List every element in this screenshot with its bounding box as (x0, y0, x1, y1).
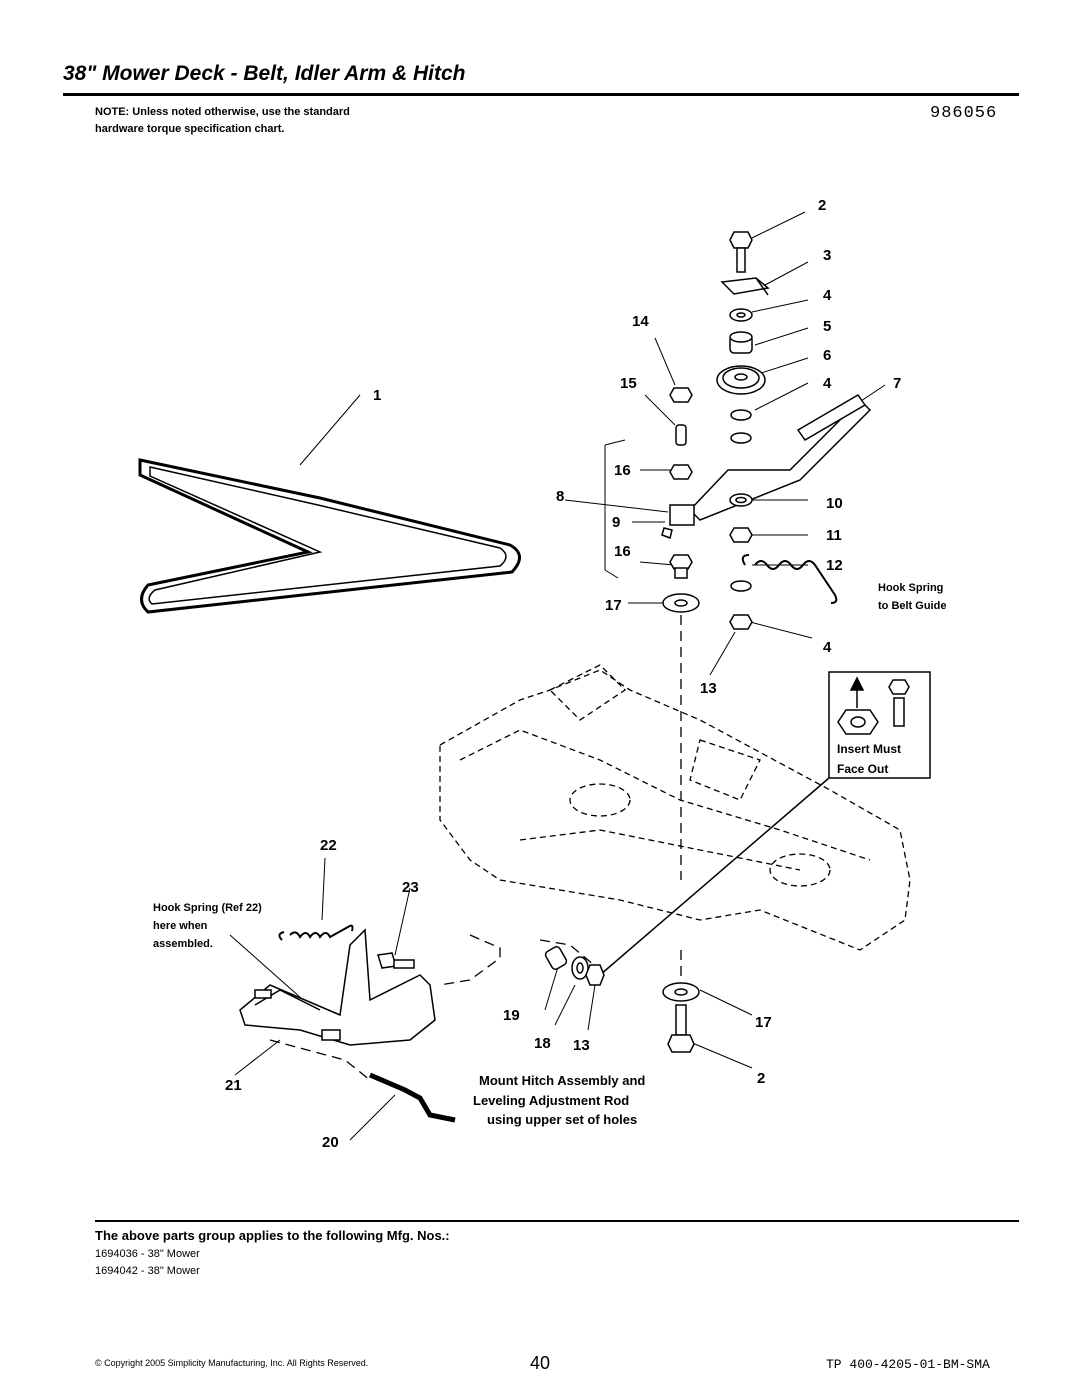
hitch-hardware (544, 946, 605, 986)
callout-3: 3 (823, 247, 831, 264)
box-connector (599, 777, 830, 976)
mower-deck (439, 664, 911, 951)
document-code: TP 400-4205-01-BM-SMA (826, 1357, 990, 1372)
hardware-stack (688, 231, 872, 630)
callout-2: 2 (757, 1070, 765, 1087)
hook-spring-ref-label-2: here when (153, 920, 208, 932)
mfg-number: 1694036 - 38" Mower (95, 1248, 200, 1260)
callout-16: 16 (614, 462, 631, 479)
callout-9: 9 (612, 514, 620, 531)
part-number: 986056 (930, 104, 998, 123)
page-title: 38" Mower Deck - Belt, Idler Arm & Hitch (63, 62, 466, 85)
callout-16: 16 (614, 543, 631, 560)
callout-14: 14 (632, 313, 649, 330)
leader-lines (229, 211, 886, 1141)
hook-spring-ref-label-3: assembled. (153, 938, 213, 950)
hook-spring-belt-label: Hook Spring (878, 582, 943, 594)
hook-spring-ref-label: Hook Spring (Ref 22) (153, 902, 262, 914)
title-rule (63, 93, 1019, 96)
callout-7: 7 (893, 375, 901, 392)
mount-hitch-label-3: using upper set of holes (487, 1112, 637, 1127)
hook-spring-right (741, 554, 838, 604)
hook-spring-belt-label-2: to Belt Guide (878, 600, 946, 612)
callout-21: 21 (225, 1077, 242, 1094)
callout-15: 15 (620, 375, 637, 392)
callout-2: 2 (818, 197, 826, 214)
callout-numbers: 1 2 3 4 5 6 4 7 14 15 16 8 9 16 17 10 11… (225, 197, 901, 1151)
callout-4: 4 (823, 639, 832, 656)
leveling-rod (369, 1072, 456, 1123)
callout-12: 12 (826, 557, 843, 574)
callout-13: 13 (573, 1037, 590, 1054)
callout-1: 1 (373, 387, 381, 404)
callout-10: 10 (826, 495, 843, 512)
v-belt (138, 458, 521, 614)
callout-4: 4 (823, 287, 832, 304)
idler-pivot (604, 387, 700, 613)
copyright: © Copyright 2005 Simplicity Manufacturin… (95, 1358, 369, 1368)
mfg-number: 1694042 - 38" Mower (95, 1265, 200, 1277)
torque-note: NOTE: Unless noted otherwise, use the st… (95, 106, 350, 135)
callout-17: 17 (755, 1014, 772, 1031)
callout-18: 18 (534, 1035, 551, 1052)
diagram-labels: Hook Spring to Belt Guide Insert Must Fa… (153, 582, 946, 1127)
bottom-fastener (662, 982, 700, 1053)
callout-17: 17 (605, 597, 622, 614)
page-number: 40 (530, 1353, 551, 1373)
callout-8: 8 (556, 488, 564, 505)
insert-must-label: Insert Must (837, 742, 901, 756)
callout-20: 20 (322, 1134, 339, 1151)
insert-box (828, 671, 931, 779)
callout-13: 13 (700, 680, 717, 697)
hitch-assembly (239, 928, 436, 1046)
callout-4: 4 (823, 375, 832, 392)
callout-19: 19 (503, 1007, 520, 1024)
face-out-label: Face Out (837, 762, 888, 776)
applies-heading: The above parts group applies to the fol… (95, 1228, 450, 1243)
mount-hitch-label: Mount Hitch Assembly and (479, 1073, 645, 1088)
callout-22: 22 (320, 837, 337, 854)
callout-11: 11 (826, 527, 842, 544)
callout-23: 23 (402, 879, 419, 896)
callout-6: 6 (823, 347, 831, 364)
bolt-23 (377, 952, 415, 969)
centerlines (269, 615, 682, 1081)
mount-hitch-label-2: Leveling Adjustment Rod (473, 1093, 629, 1108)
hook-spring-left (278, 924, 354, 941)
applies-rule (95, 1220, 1019, 1222)
callout-5: 5 (823, 318, 831, 335)
